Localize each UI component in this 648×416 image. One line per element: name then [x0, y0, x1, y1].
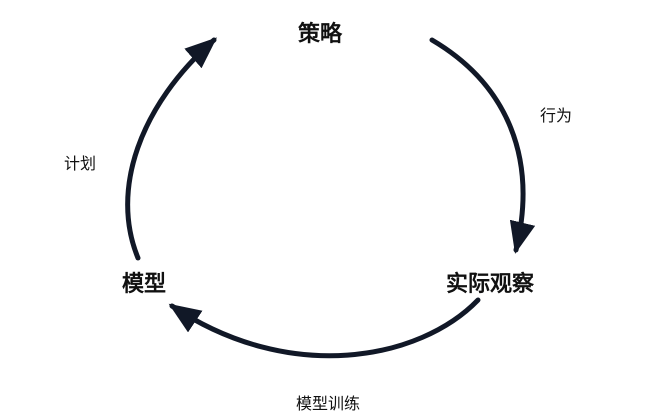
edge-label-training: 模型训练: [296, 394, 361, 413]
arrow-strategy-to-observation: [429, 37, 536, 254]
node-strategy: 策略: [298, 22, 343, 47]
node-model: 模型: [122, 272, 167, 297]
edge-label-planning: 计划: [64, 154, 97, 173]
arrow-model-to-strategy: [125, 37, 218, 261]
edge-label-action: 行为: [540, 106, 573, 125]
node-observation: 实际观察: [446, 272, 535, 297]
arrow-observation-to-model: [168, 297, 481, 359]
